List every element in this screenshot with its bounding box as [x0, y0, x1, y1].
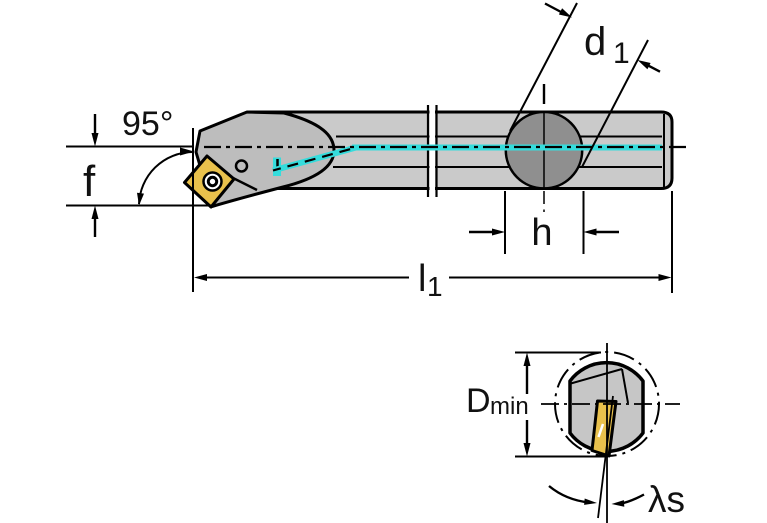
dimension-dmin: D min [466, 351, 608, 458]
dimension-l1: l 1 [194, 191, 673, 302]
d1-label-sub: 1 [613, 37, 630, 70]
angle-arrowhead-bottom [137, 192, 144, 206]
head-facet-line-2 [621, 368, 629, 404]
d1-tangent-line-right [581, 39, 649, 168]
dimension-h: h [469, 191, 619, 254]
l1-label-base: l [418, 258, 426, 300]
h-arrowhead-right [583, 228, 597, 236]
f-arrowhead-top [91, 133, 99, 147]
head-pocket-facet-line [232, 176, 258, 192]
insert-edge-highlight [597, 423, 605, 438]
d1-arrow-left-tail [544, 2, 563, 14]
angle-arc [138, 151, 193, 205]
lambda-arrow-left-tail [548, 485, 590, 504]
end-view: D min λs [466, 343, 685, 523]
lambda-label: λs [648, 479, 685, 520]
d1-arrowhead-right [637, 60, 651, 70]
coolant-slant-dashes [272, 146, 357, 172]
d1-tangent-line-left [509, 2, 578, 132]
lambda-arrow-right-tail [620, 493, 645, 505]
l1-arrowhead-right [658, 274, 672, 281]
lambda-arrowhead-left [584, 498, 597, 505]
dimension-f: f [66, 114, 211, 237]
dmin-arrowhead-top [523, 352, 531, 366]
break-gap [429, 104, 435, 198]
dimension-d1: d 1 [509, 2, 661, 168]
l1-arrowhead-left [194, 274, 207, 281]
h-label: h [531, 212, 552, 254]
l1-label-sub: 1 [427, 271, 443, 302]
d1-label-base: d [584, 20, 606, 64]
inclination-angle-annotation: λs [548, 479, 685, 520]
clamp-pin-detail [234, 159, 249, 173]
f-label: f [83, 157, 96, 206]
approach-angle-label: 95° [122, 105, 173, 143]
dmin-label-sub: min [490, 393, 529, 420]
d1-arrowhead-left [558, 8, 572, 18]
approach-angle-annotation: 95° [122, 105, 194, 206]
insert-screw-outer [202, 171, 223, 192]
f-arrowhead-bottom [91, 205, 99, 219]
dmin-arrowhead-bottom [523, 443, 531, 457]
insert-screw-inner [206, 175, 219, 188]
h-arrowhead-left [492, 228, 505, 236]
d1-arrow-right-tail [647, 64, 661, 73]
side-view: d 1 f 95° h [66, 2, 687, 302]
head-facet-line-1 [568, 368, 623, 385]
angle-arrowhead-top [180, 147, 194, 156]
dmin-label-base: D [466, 382, 491, 420]
lambda-arrowhead-right [611, 500, 625, 507]
